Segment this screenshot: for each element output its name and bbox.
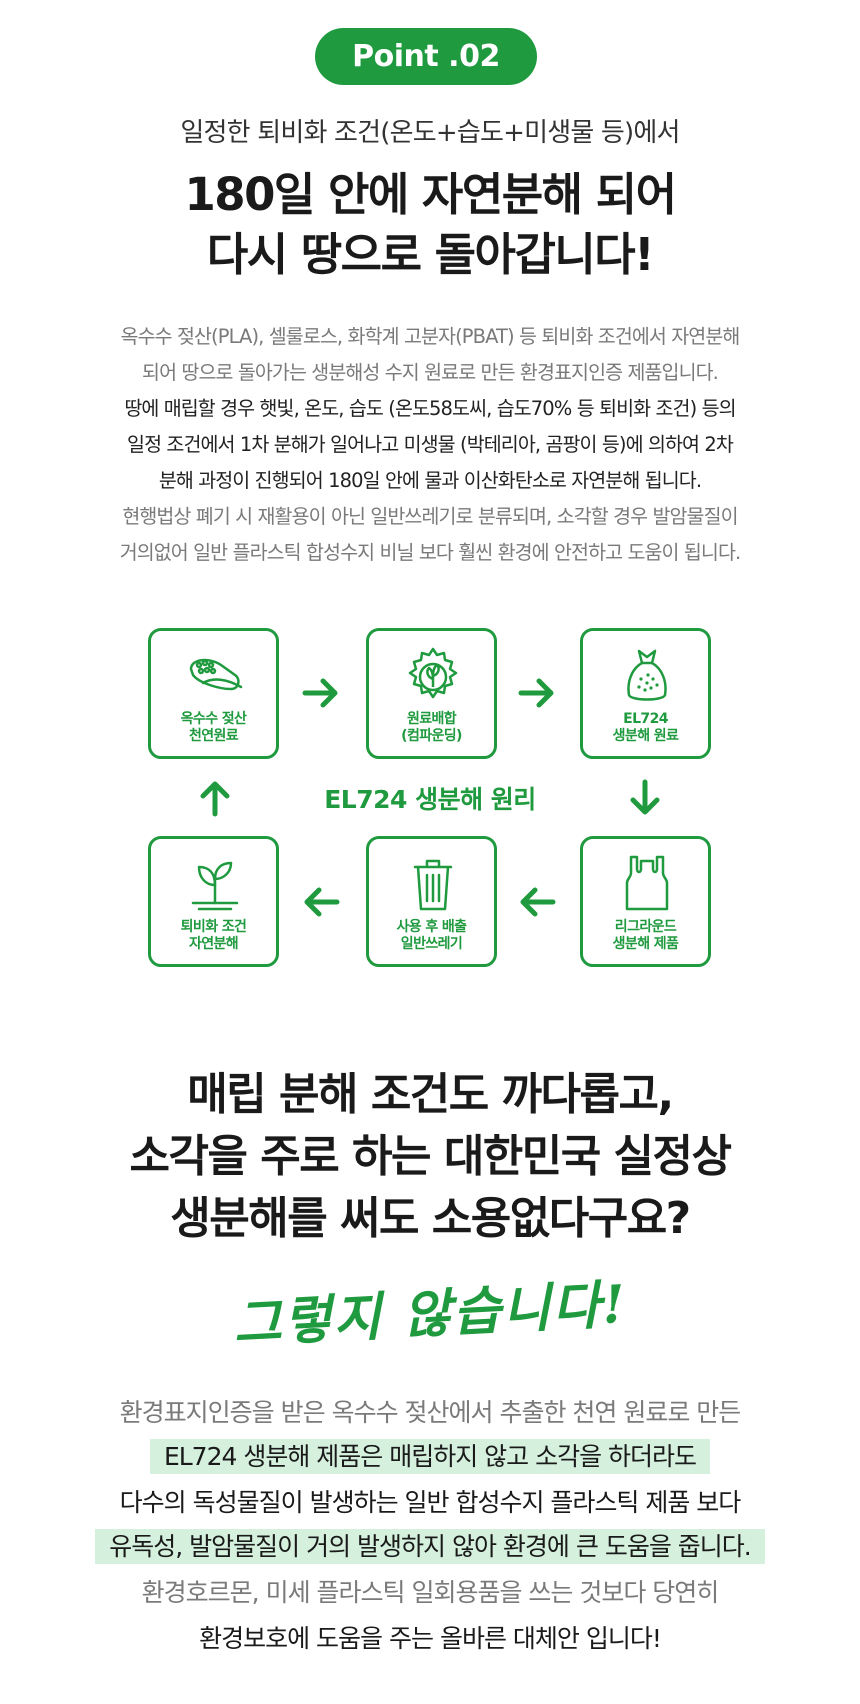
description-line: 옥수수 젖산(PLA), 셀룰로스, 화학계 고분자(PBAT) 등 퇴비화 조… <box>120 325 741 348</box>
step-label: 리그라운드 <box>614 919 677 935</box>
benefit-line: 환경보호에 도움을 주는 올바른 대체안 입니다! <box>0 1619 860 1655</box>
question-line-3: 생분해를 써도 소용없다구요? <box>170 1193 691 1244</box>
description-line: 현행법상 폐기 시 재활용이 아닌 일반쓰레기로 분류되며, 소각할 경우 발암… <box>122 505 738 528</box>
benefit-text: 유독성, 발암물질이 거의 발생하지 않아 환경에 큰 도움을 줍니다. <box>95 1529 765 1564</box>
question-line-2: 소각을 주로 하는 대한민국 실정상 <box>129 1131 733 1182</box>
trash-can-icon <box>413 859 453 911</box>
description-line: 땅에 매립할 경우 햇빛, 온도, 습도 (온도58도씨, 습도70% 등 퇴비… <box>124 397 736 420</box>
benefit-text: 환경보호에 도움을 주는 올바른 대체안 입니다! <box>199 1624 662 1653</box>
step-label: (컴파운딩) <box>401 728 462 744</box>
step-label: 천연원료 <box>188 728 239 744</box>
benefit-line-highlighted: 유독성, 발암물질이 거의 발생하지 않아 환경에 큰 도움을 줍니다. <box>0 1527 860 1564</box>
arrow-right-icon <box>518 678 554 708</box>
step-label: EL724 <box>623 711 668 727</box>
benefit-line: 환경호르몬, 미세 플라스틱 일회용품을 쓰는 것보다 당연히 <box>0 1573 860 1609</box>
question-line-1: 매립 분해 조건도 까다롭고, <box>187 1069 674 1120</box>
description-line: 일정 조건에서 1차 분해가 일어나고 미생물 (박테리아, 곰팡이 등)에 의… <box>127 433 734 456</box>
plastic-bag-icon <box>625 855 669 911</box>
headline-line-2: 다시 땅으로 돌아갑니다! <box>206 228 655 281</box>
description-line: 분해 과정이 진행되어 180일 안에 물과 이산화탄소로 자연분해 됩니다. <box>158 469 702 492</box>
step-label: 퇴비화 조건 <box>180 919 247 935</box>
headline-line-1: 180일 안에 자연분해 되어 <box>184 168 677 221</box>
cycle-title: EL724 생분해 원리 <box>324 785 536 814</box>
point-badge: Point .02 <box>315 28 537 85</box>
corn-icon <box>189 658 243 691</box>
benefit-text: 환경표지인증을 받은 옥수수 젖산에서 추출한 천연 원료로 만든 <box>119 1398 742 1427</box>
benefit-line: 환경표지인증을 받은 옥수수 젖산에서 추출한 천연 원료로 만든 <box>0 1393 860 1429</box>
arrow-left-icon <box>304 887 340 917</box>
description-line: 거의없어 일반 플라스틱 합성수지 비닐 보다 훨씬 환경에 안전하고 도움이 … <box>119 541 742 564</box>
arrow-up-icon <box>200 781 230 817</box>
pellet-bag-icon <box>627 649 667 701</box>
arrow-right-icon <box>302 678 338 708</box>
step-label: 옥수수 젖산 <box>180 711 247 727</box>
gear-leaf-icon <box>408 647 458 699</box>
benefit-text: EL724 생분해 제품은 매립하지 않고 소각을 하더라도 <box>149 1439 711 1474</box>
description-line: 되어 땅으로 돌아가는 생분해성 수지 원료로 만든 환경표지인증 제품입니다. <box>142 361 719 384</box>
step-label: 생분해 원료 <box>612 728 679 744</box>
answer-handwritten: 그렇지 않습니다! <box>232 1273 629 1356</box>
step-label: 사용 후 배출 <box>396 919 468 935</box>
benefit-line: 다수의 독성물질이 발생하는 일반 합성수지 플라스틱 제품 보다 <box>0 1483 860 1519</box>
step-label: 일반쓰레기 <box>400 936 463 952</box>
sprout-icon <box>191 861 239 911</box>
arrow-left-icon <box>520 887 556 917</box>
step-label: 생분해 제품 <box>612 936 679 952</box>
arrow-down-icon <box>630 779 660 815</box>
benefit-text: 다수의 독성물질이 발생하는 일반 합성수지 플라스틱 제품 보다 <box>119 1488 742 1517</box>
benefit-text: 환경호르몬, 미세 플라스틱 일회용품을 쓰는 것보다 당연히 <box>141 1578 720 1607</box>
step-label: 자연분해 <box>188 936 239 952</box>
benefit-line-highlighted: EL724 생분해 제품은 매립하지 않고 소각을 하더라도 <box>0 1437 860 1474</box>
cycle-step-compounding: 원료배합(컴파운딩) <box>366 628 497 759</box>
step-label: 원료배합 <box>406 711 457 727</box>
section-subtitle: 일정한 퇴비화 조건(온도+습도+미생물 등)에서 <box>180 118 680 148</box>
